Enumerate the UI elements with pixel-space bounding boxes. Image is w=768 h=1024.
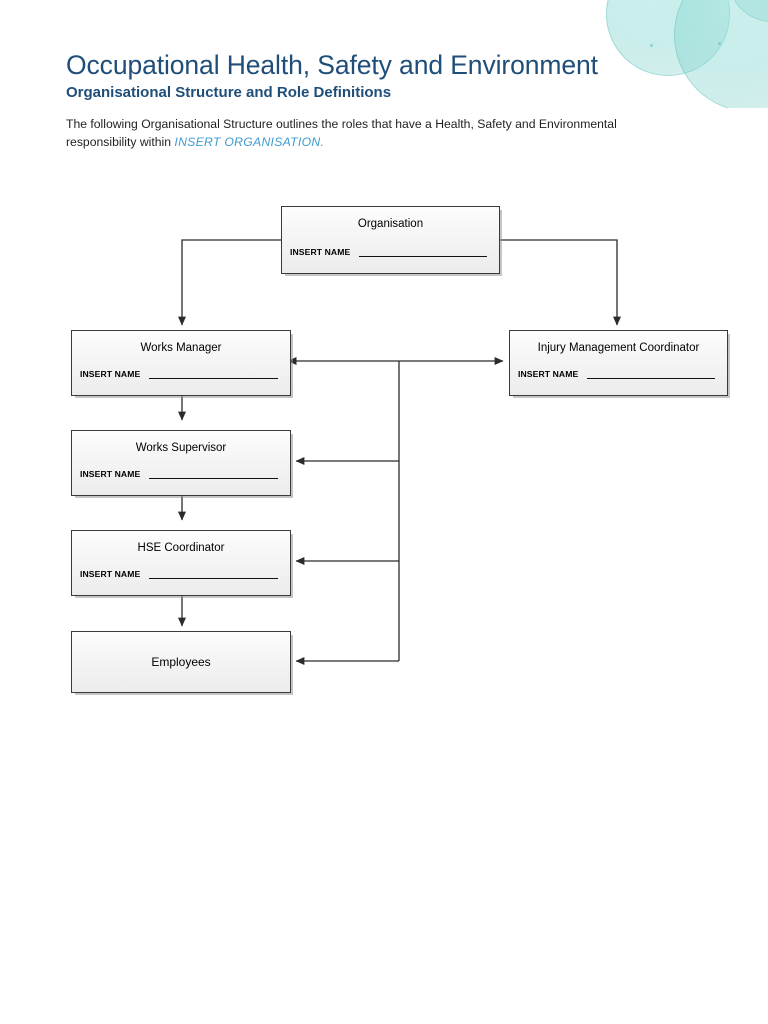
node-injury-management-coordinator-label: Injury Management Coordinator (537, 342, 700, 354)
node-works-supervisor[interactable]: Works Supervisor INSERT NAME (71, 430, 291, 496)
insert-name-label: INSERT NAME (80, 369, 141, 379)
intro-text: The following Organisational Structure o… (66, 117, 617, 149)
node-employees-label: Employees (151, 655, 211, 669)
node-employees[interactable]: Employees (71, 631, 291, 693)
insert-name-label: INSERT NAME (290, 247, 351, 257)
insert-name-label: INSERT NAME (80, 569, 141, 579)
node-hse-coordinator-name-row: INSERT NAME (80, 569, 280, 579)
node-works-supervisor-name-row: INSERT NAME (80, 469, 280, 479)
name-blank-line[interactable] (149, 469, 278, 479)
page-subtitle: Organisational Structure and Role Defini… (66, 84, 392, 101)
name-blank-line[interactable] (587, 369, 715, 379)
insert-name-label: INSERT NAME (518, 369, 579, 379)
name-blank-line[interactable] (149, 569, 278, 579)
name-blank-line[interactable] (149, 369, 278, 379)
node-organisation[interactable]: Organisation INSERT NAME (281, 206, 500, 274)
node-organisation-name-row: INSERT NAME (290, 247, 489, 257)
node-injury-management-coordinator-name-row: INSERT NAME (518, 369, 717, 379)
node-organisation-label: Organisation (357, 218, 424, 230)
intro-paragraph: The following Organisational Structure o… (66, 115, 656, 151)
node-works-supervisor-label: Works Supervisor (135, 442, 227, 454)
page-title: Occupational Health, Safety and Environm… (66, 50, 598, 80)
name-blank-line[interactable] (359, 247, 487, 257)
node-hse-coordinator-label: HSE Coordinator (137, 542, 225, 554)
insert-organisation-placeholder: INSERT ORGANISATION. (174, 135, 325, 149)
insert-name-label: INSERT NAME (80, 469, 141, 479)
node-injury-management-coordinator[interactable]: Injury Management Coordinator INSERT NAM… (509, 330, 728, 396)
node-hse-coordinator[interactable]: HSE Coordinator INSERT NAME (71, 530, 291, 596)
node-works-manager-label: Works Manager (140, 342, 222, 354)
node-works-manager-name-row: INSERT NAME (80, 369, 280, 379)
node-works-manager[interactable]: Works Manager INSERT NAME (71, 330, 291, 396)
